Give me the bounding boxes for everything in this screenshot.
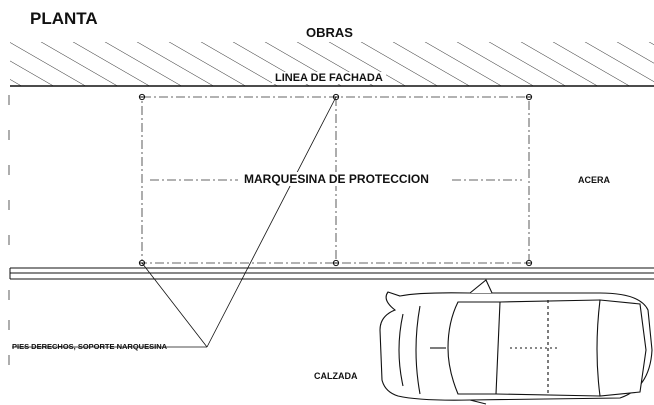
- curb-lines: [9, 267, 654, 280]
- label-marquesina: MARQUESINA DE PROTECCION: [240, 172, 433, 186]
- page-title: PLANTA: [30, 9, 98, 28]
- post-marker: [525, 259, 533, 267]
- post-marker: [332, 259, 340, 267]
- post-marker: [525, 93, 533, 101]
- label-calzada: CALZADA: [314, 371, 358, 381]
- leader-lines: [12, 96, 337, 348]
- label-acera: ACERA: [578, 175, 611, 185]
- label-pies-derechos: PIES DERECHOS, SOPORTE NARQUESINA: [12, 342, 168, 351]
- label-linea-fachada: LINEA DE FACHADA: [272, 72, 386, 84]
- label-obras: OBRAS: [306, 25, 353, 40]
- post-marker: [138, 93, 146, 101]
- car-icon: [379, 279, 653, 405]
